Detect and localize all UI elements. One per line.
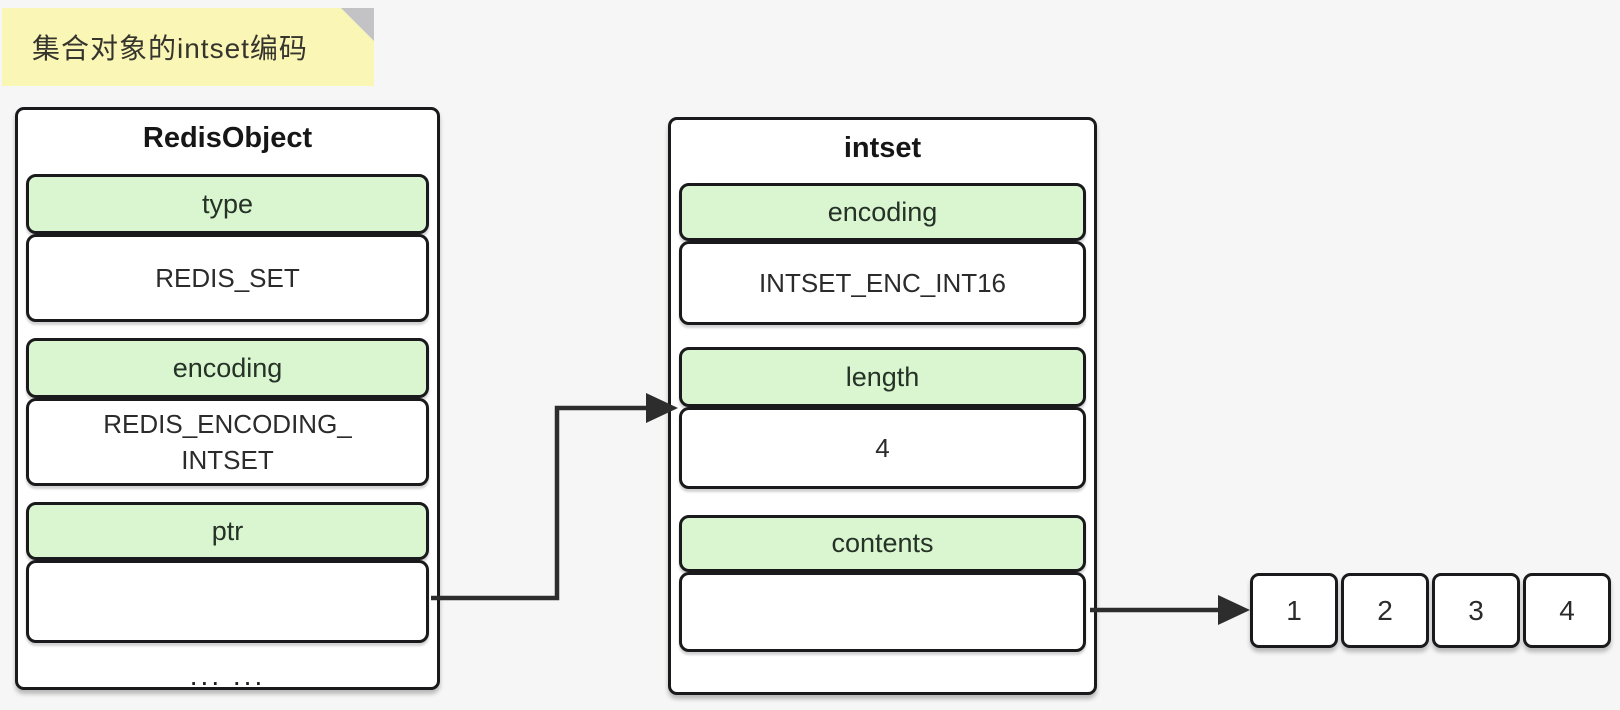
redis-object-field-type-label: type <box>26 174 429 234</box>
contents-to-array-arrow <box>1090 595 1250 625</box>
redis-object-box: RedisObject type REDIS_SET encoding REDI… <box>15 107 440 691</box>
sticky-note-text: 集合对象的intset编码 <box>32 33 308 64</box>
intset-field-encoding-value: INTSET_ENC_INT16 <box>679 241 1086 325</box>
array-item-1: 1 <box>1250 573 1338 648</box>
redis-object-field-encoding-value: REDIS_ENCODING_ INTSET <box>26 398 429 486</box>
intset-field-length-value: 4 <box>679 407 1086 489</box>
redis-object-field-ptr-value <box>26 560 429 643</box>
intset-box: intset encoding INTSET_ENC_INT16 length … <box>668 117 1097 695</box>
sticky-note: 集合对象的intset编码 <box>2 8 374 86</box>
encoding-value-line1: REDIS_ENCODING_ <box>103 409 352 439</box>
intset-title: intset <box>843 132 922 164</box>
encoding-value-line2: INTSET <box>181 445 274 475</box>
redis-object-field-type-value: REDIS_SET <box>26 234 429 322</box>
intset-field-contents-value <box>679 572 1086 652</box>
array-item-2: 2 <box>1341 573 1429 648</box>
redis-object-ellipsis: ... ... <box>189 660 266 691</box>
redis-object-title: RedisObject <box>142 122 313 154</box>
intset-field-length-label: length <box>679 347 1086 407</box>
array-item-4: 4 <box>1523 573 1611 648</box>
array-item-3: 3 <box>1432 573 1520 648</box>
arrowhead-icon <box>1218 595 1250 625</box>
intset-field-contents-label: contents <box>679 515 1086 572</box>
intset-field-encoding-label: encoding <box>679 183 1086 241</box>
intset-contents-array: 1 2 3 4 <box>1250 573 1611 648</box>
ptr-to-intset-arrow <box>431 393 678 601</box>
redis-object-field-ptr-label: ptr <box>26 502 429 560</box>
redis-object-field-encoding-label: encoding <box>26 338 429 398</box>
